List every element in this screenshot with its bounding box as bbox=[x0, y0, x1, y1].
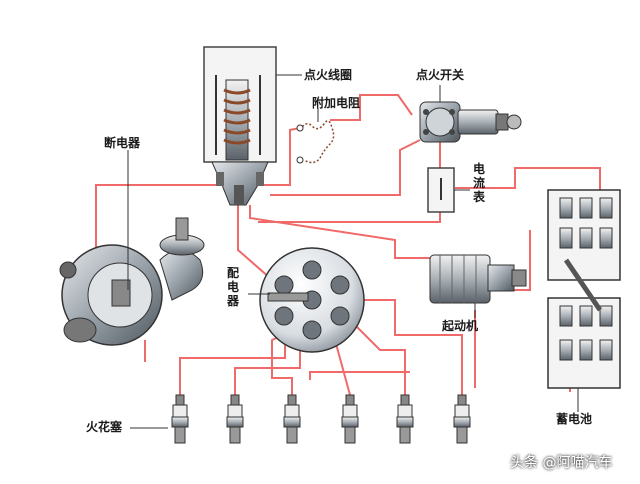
spark-plug-2 bbox=[226, 394, 244, 444]
wire-resistor-switch bbox=[330, 94, 413, 121]
spark-plugs bbox=[130, 394, 471, 444]
spark-plug-4 bbox=[341, 394, 359, 444]
wire-coil-resistor bbox=[258, 127, 301, 186]
wire-dist-extra bbox=[309, 371, 410, 380]
label-spark-plug: 火花塞 bbox=[86, 420, 123, 434]
ignition-coil bbox=[203, 46, 302, 206]
extra-resistor bbox=[296, 108, 335, 164]
starter-motor bbox=[429, 254, 527, 318]
battery bbox=[547, 189, 621, 412]
label-breaker: 断电器 bbox=[104, 136, 141, 150]
spark-plug-6 bbox=[453, 394, 471, 444]
wiring bbox=[95, 94, 601, 396]
breaker-assembly bbox=[59, 150, 205, 346]
label-ammeter: 电流表 bbox=[472, 162, 485, 204]
spark-plug-3 bbox=[283, 394, 301, 444]
label-ignition-switch: 点火开关 bbox=[416, 68, 465, 82]
label-ignition-coil: 点火线圈 bbox=[304, 68, 353, 82]
wire-dist-plug5 bbox=[349, 319, 406, 395]
wire-ammeter-coil bbox=[258, 210, 441, 223]
spark-plug-1 bbox=[171, 394, 189, 444]
wire-dist-plug2 bbox=[234, 350, 301, 395]
label-battery: 蓄电池 bbox=[556, 412, 593, 426]
label-distributor: 配电器 bbox=[226, 266, 239, 308]
spark-plug-5 bbox=[396, 394, 414, 444]
watermark: 头条 @阿喵汽车 bbox=[510, 455, 613, 471]
wire-dist-plug1 bbox=[179, 345, 286, 395]
label-extra-resistor: 附加电阻 bbox=[312, 96, 361, 110]
label-starter: 起动机 bbox=[442, 319, 479, 333]
wire-coil-starter bbox=[249, 205, 430, 259]
coil-winding bbox=[223, 88, 251, 145]
wire-dist-plug4 bbox=[334, 339, 351, 396]
distributor-cap bbox=[248, 247, 365, 353]
wire-dist-plug6 bbox=[350, 299, 463, 395]
ammeter bbox=[427, 167, 470, 213]
wire-coil-switch bbox=[270, 139, 421, 196]
wire-coil-distributor bbox=[237, 205, 271, 279]
wire-ammeter-battery bbox=[455, 167, 601, 195]
ignition-switch bbox=[419, 85, 522, 143]
wire-coil-breaker bbox=[95, 184, 220, 255]
